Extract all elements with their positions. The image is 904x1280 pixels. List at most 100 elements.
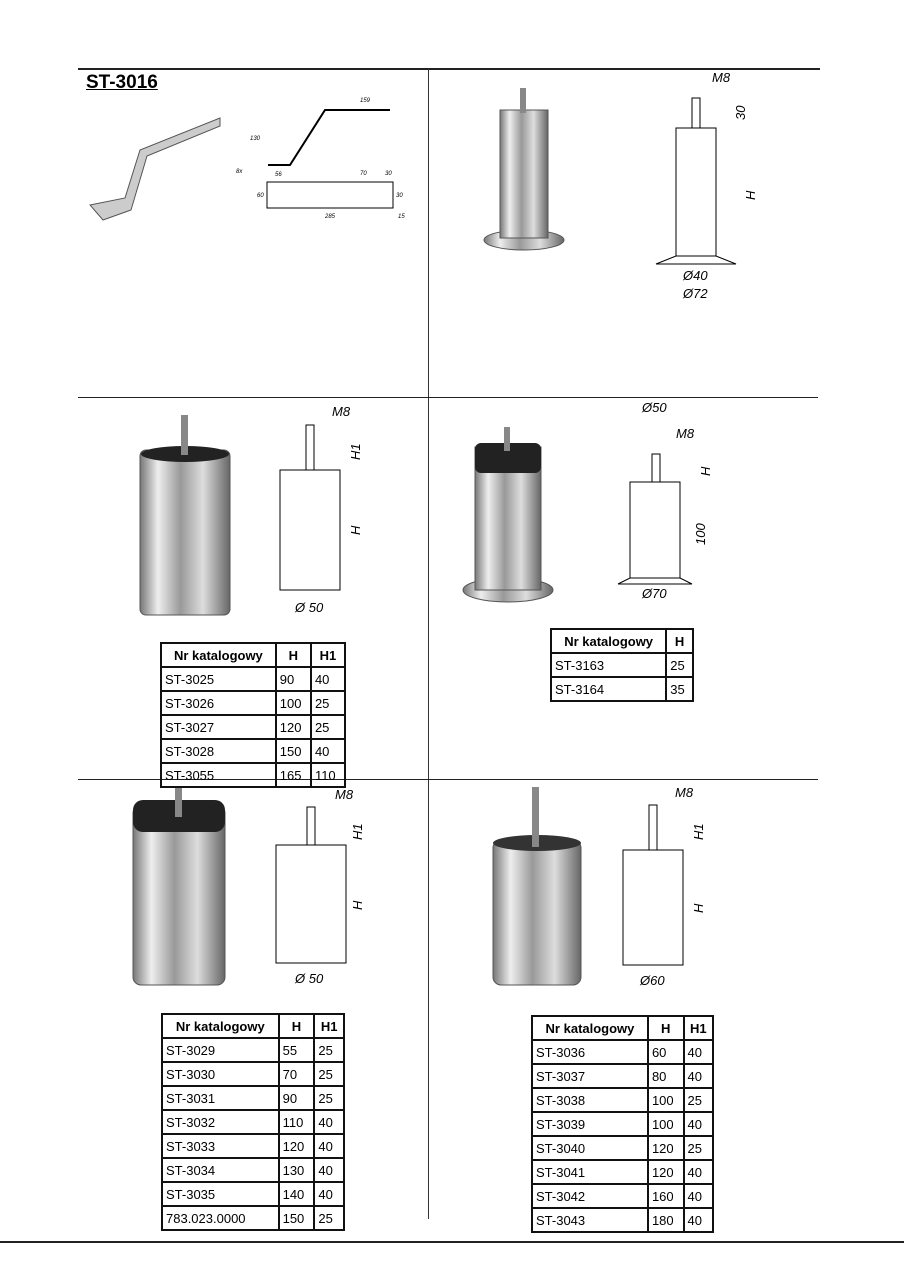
svg-text:70: 70: [360, 171, 367, 177]
table-cell: ST-3164: [549, 676, 668, 702]
svg-text:30: 30: [396, 193, 403, 199]
table-cell: ST-3027: [160, 714, 277, 740]
svg-text:130: 130: [250, 136, 261, 142]
top-rule: [78, 68, 820, 70]
svg-text:M8: M8: [675, 785, 694, 800]
table-cell: 150: [277, 1205, 316, 1231]
column-header: H: [274, 642, 312, 668]
table-cell: ST-3025: [160, 666, 277, 692]
table-cell: 140: [277, 1181, 316, 1207]
table-cell: ST-3034: [161, 1157, 280, 1183]
table-cell: 55: [277, 1037, 316, 1063]
svg-text:H1: H1: [350, 823, 365, 840]
column-header: H1: [313, 1013, 345, 1039]
leg-photo: [132, 787, 226, 986]
table-cell: 40: [682, 1063, 714, 1089]
table-cell: 25: [309, 714, 347, 740]
svg-text:8x: 8x: [236, 169, 243, 175]
table-cell: ST-3038: [531, 1087, 649, 1113]
table-cell: 130: [277, 1157, 316, 1183]
table-cell: ST-3036: [531, 1039, 649, 1065]
table-cell: ST-3043: [531, 1207, 649, 1233]
svg-text:100: 100: [693, 523, 708, 545]
svg-text:Ø70: Ø70: [641, 586, 667, 601]
table-cell: ST-3055: [160, 762, 277, 788]
table-cell: 180: [646, 1207, 685, 1233]
svg-text:M8: M8: [335, 787, 354, 802]
svg-text:30: 30: [733, 105, 748, 120]
svg-text:15: 15: [398, 214, 405, 220]
table-cell: 25: [682, 1135, 714, 1161]
leg-drawing: Ø50 M8 H 100 Ø70: [617, 400, 713, 601]
table-cell: ST-3033: [161, 1133, 280, 1159]
table-cell: 25: [313, 1085, 345, 1111]
column-divider: [428, 69, 429, 1219]
column-header: Nr katalogowy: [160, 642, 277, 668]
table-cell: 40: [682, 1183, 714, 1209]
table-cell: ST-3042: [531, 1183, 649, 1209]
table-cell: 40: [313, 1181, 345, 1207]
table-cell: ST-3028: [160, 738, 277, 764]
table-cell: 150: [274, 738, 312, 764]
table-cell: 80: [646, 1063, 685, 1089]
svg-text:H1: H1: [691, 823, 706, 840]
leg-photo: [139, 415, 231, 616]
svg-text:Ø72: Ø72: [682, 286, 708, 301]
svg-text:Ø 50: Ø 50: [294, 971, 324, 986]
svg-text:H: H: [698, 466, 713, 476]
svg-text:M8: M8: [332, 404, 351, 419]
table-cell: 160: [646, 1183, 685, 1209]
column-header: Nr katalogowy: [161, 1013, 280, 1039]
leg-drawing: M8 H1 H Ø 50: [275, 787, 365, 986]
table-cell: ST-3041: [531, 1159, 649, 1185]
table-cell: 120: [277, 1133, 316, 1159]
table-cell: 110: [277, 1109, 316, 1135]
column-header: H1: [309, 642, 347, 668]
bracket-drawing: 159 130 8x 56 70 30 60 30 285 15: [236, 98, 405, 220]
table-cell: ST-3032: [161, 1109, 280, 1135]
svg-text:56: 56: [275, 172, 282, 178]
table-cell: 110: [309, 762, 347, 788]
table-cell: 25: [682, 1087, 714, 1113]
table-cell: ST-3037: [531, 1063, 649, 1089]
table-cell: ST-3035: [161, 1181, 280, 1207]
svg-text:Ø40: Ø40: [682, 268, 708, 283]
svg-text:60: 60: [257, 193, 264, 199]
svg-text:285: 285: [324, 214, 336, 220]
table-cell: 40: [313, 1133, 345, 1159]
table-cell: 25: [665, 652, 694, 678]
table-cell: 40: [313, 1109, 345, 1135]
leg-photo: [483, 88, 565, 251]
table-cell: 70: [277, 1061, 316, 1087]
svg-text:H: H: [743, 190, 758, 200]
leg-drawing: M8 H1 H Ø 50: [279, 404, 363, 615]
table-cell: 120: [646, 1135, 685, 1161]
table-cell: ST-3039: [531, 1111, 649, 1137]
column-header: Nr katalogowy: [549, 628, 668, 654]
table-cell: ST-3040: [531, 1135, 649, 1161]
table-cell: ST-3030: [161, 1061, 280, 1087]
